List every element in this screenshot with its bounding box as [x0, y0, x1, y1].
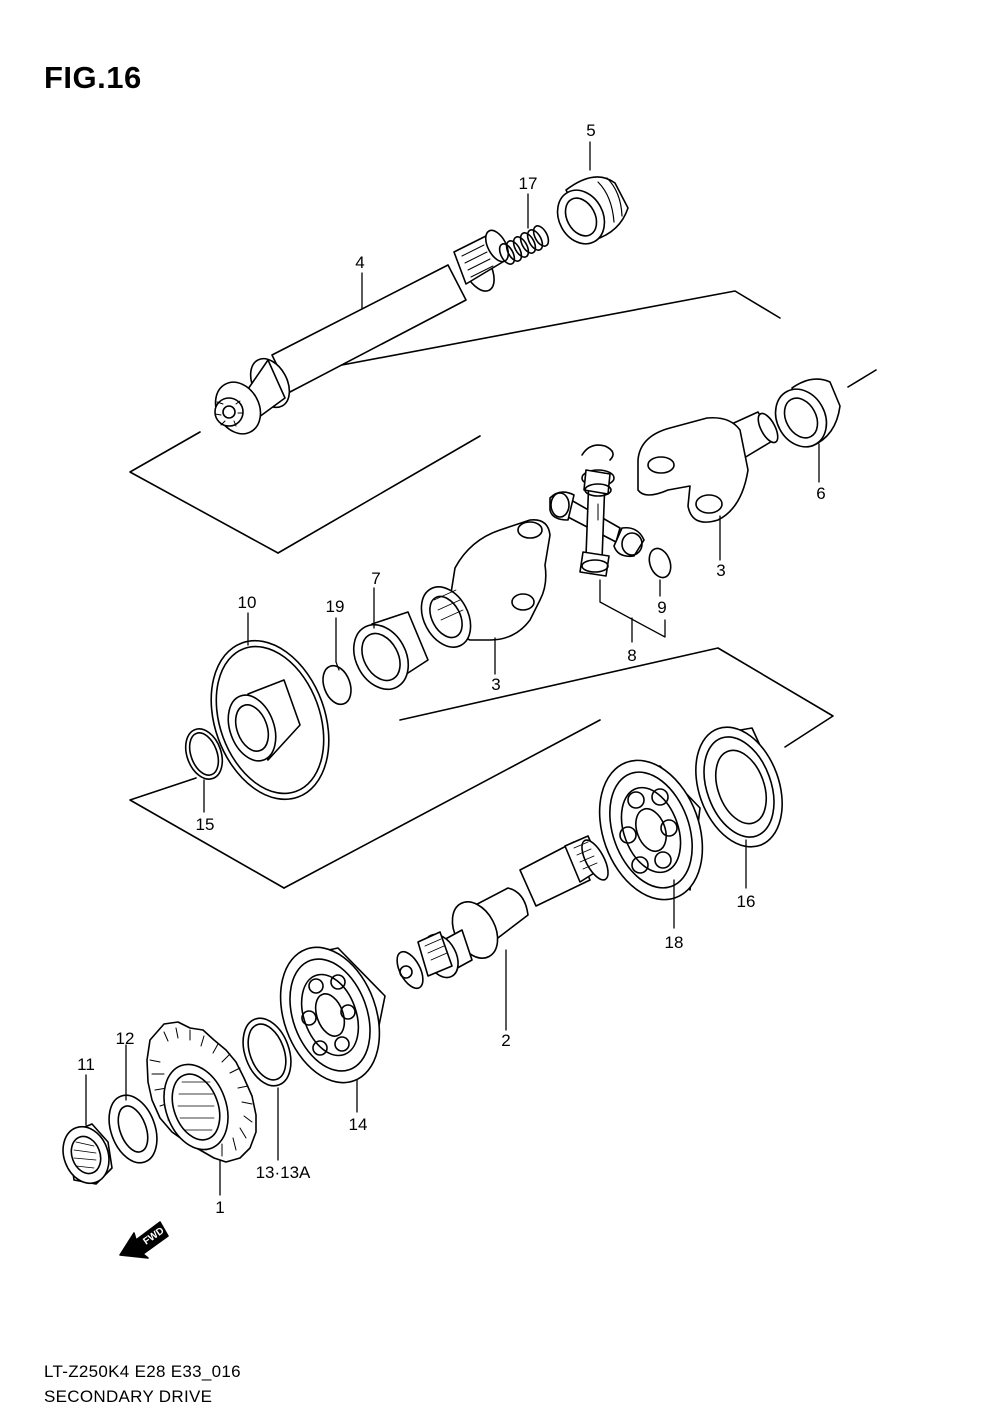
- part-number-labels: 1 2 3 3 4 5 6 7 8 9 10 11 12 13·13A 14 1…: [77, 121, 826, 1217]
- part-label-6: 6: [816, 484, 825, 503]
- boot-part-6: [774, 378, 841, 448]
- figure-title: FIG.16: [44, 60, 142, 95]
- part-label-19: 19: [326, 597, 345, 616]
- circlip-part-9: [648, 547, 672, 579]
- part-label-8: 8: [627, 646, 636, 665]
- section-name: SECONDARY DRIVE: [44, 1387, 213, 1406]
- shim-part-13: [242, 1017, 292, 1087]
- part-label-3-upper: 3: [716, 561, 725, 580]
- part-label-10: 10: [238, 593, 257, 612]
- part-label-5: 5: [586, 121, 595, 140]
- model-code: LT-Z250K4 E28 E33_016: [44, 1362, 241, 1381]
- nut-part-11: [62, 1123, 113, 1185]
- part-label-7: 7: [371, 569, 380, 588]
- part-label-2: 2: [501, 1031, 510, 1050]
- collar-part-7: [352, 611, 429, 691]
- boot-part-5: [556, 176, 629, 245]
- upper-group-frame: [129, 290, 877, 554]
- bearing-part-18: [598, 759, 704, 901]
- plate-part-10: [210, 639, 330, 801]
- propeller-shaft-part-4: [214, 229, 510, 435]
- lower-group-frame: [129, 647, 834, 889]
- o-ring-part-15: [184, 728, 224, 780]
- spring-part-17: [498, 225, 550, 265]
- part-label-11: 11: [77, 1055, 95, 1074]
- yoke-part-3-lower: [420, 518, 551, 648]
- bearing-part-14: [279, 946, 386, 1084]
- part-label-12: 12: [116, 1029, 135, 1048]
- part-label-9: 9: [657, 598, 666, 617]
- universal-joint-part-8: [549, 469, 645, 577]
- oil-seal-part-16: [695, 726, 783, 848]
- part-label-17: 17: [519, 174, 538, 193]
- part-label-3-lower: 3: [491, 675, 500, 694]
- washer-part-12: [108, 1094, 158, 1164]
- part-label-1: 1: [215, 1198, 224, 1217]
- drive-shaft-part-2: [396, 835, 609, 990]
- leader-lines: [85, 141, 820, 1196]
- circlip-top: [581, 444, 614, 461]
- part-label-15: 15: [196, 815, 215, 834]
- bevel-gear-part-1: [146, 1021, 257, 1163]
- yoke-part-3-upper: [637, 411, 779, 523]
- part-label-16: 16: [737, 892, 756, 911]
- fwd-arrow-icon: FWD: [119, 1221, 169, 1259]
- part-label-4: 4: [355, 253, 364, 272]
- part-label-14: 14: [349, 1115, 368, 1134]
- part-label-13-13a: 13·13A: [256, 1163, 311, 1182]
- circlip-part-19: [322, 661, 352, 706]
- part-label-18: 18: [665, 933, 684, 952]
